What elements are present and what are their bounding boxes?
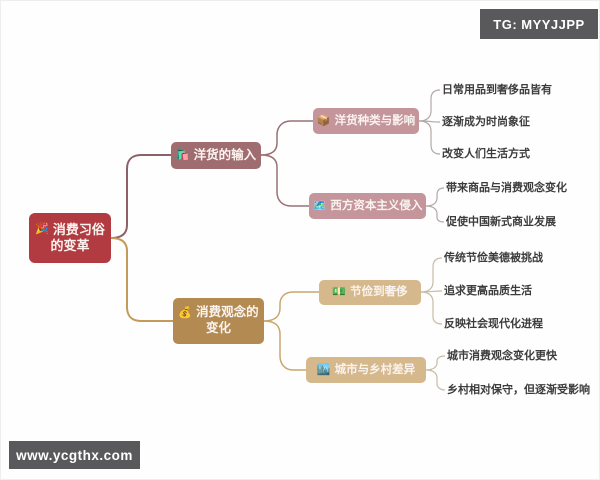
root-label-line2: 的变革 — [50, 238, 90, 253]
connector-leaf — [420, 257, 443, 293]
branch-node-imported-goods[interactable]: 🛍️ 洋货的输入 — [171, 142, 261, 169]
connector-root-branch1 — [110, 154, 171, 239]
leaf-topic[interactable]: 城市消费观念变化更快 — [447, 350, 557, 362]
connector-branch2-child1 — [263, 291, 319, 322]
connector-root-branch2 — [110, 237, 173, 322]
connector-leaf — [425, 369, 446, 391]
branch-label-line1: 消费观念的 — [196, 305, 259, 320]
subtopic-node-thrift-to-luxury[interactable]: 💵 节俭到奢侈 — [319, 280, 421, 305]
root-line1: 🎉 消费习俗 — [35, 222, 105, 238]
connector-leaf — [425, 205, 445, 223]
connector-branch2-child2 — [263, 320, 306, 371]
leaf-topic[interactable]: 带来商品与消费观念变化 — [446, 182, 567, 194]
leaf-topic[interactable]: 传统节俭美德被挑战 — [444, 252, 543, 264]
party-popper-icon: 🎉 — [35, 223, 49, 236]
connector-leaf — [418, 120, 441, 123]
branch-line1: 💰 消费观念的 — [178, 305, 258, 321]
website-badge: www.ycgthx.com — [9, 441, 140, 469]
world-map-icon: 🗺️ — [312, 199, 327, 212]
root-node-consumption-customs[interactable]: 🎉 消费习俗 的变革 — [29, 213, 111, 263]
subtopic-node-western-capitalism[interactable]: 🗺️ 西方资本主义侵入 — [309, 193, 426, 219]
leaf-topic[interactable]: 追求更高品质生活 — [444, 285, 532, 297]
branch-label-line2: 变化 — [205, 321, 231, 335]
leaf-topic[interactable]: 反映社会现代化进程 — [444, 318, 543, 330]
connector-leaf — [420, 291, 443, 325]
connector-leaf — [418, 120, 441, 155]
money-bag-icon: 💰 — [178, 306, 193, 319]
subtopic-label: 城市与乡村差异 — [334, 363, 416, 376]
package-icon: 📦 — [316, 114, 331, 127]
branch-node-consumption-concepts[interactable]: 💰 消费观念的 变化 — [173, 298, 264, 344]
connector-leaf — [420, 290, 443, 293]
subtopic-label: 西方资本主义侵入 — [330, 199, 423, 212]
shopping-bags-icon: 🛍️ — [175, 149, 190, 161]
subtopic-label: 节俭到奢侈 — [350, 286, 408, 299]
leaf-topic[interactable]: 促使中国新式商业发展 — [446, 216, 556, 228]
subtopic-node-urban-rural-gap[interactable]: 🏙️ 城市与乡村差异 — [306, 357, 426, 383]
connector-leaf — [425, 355, 446, 371]
banknote-icon: 💵 — [332, 286, 347, 298]
connector-branch1-child2 — [260, 154, 309, 207]
connector-leaf — [425, 187, 445, 207]
subtopic-label: 洋货种类与影响 — [334, 114, 416, 127]
leaf-topic[interactable]: 日常用品到奢侈品皆有 — [442, 84, 552, 96]
telegram-badge: TG: MYYJJPP — [480, 9, 598, 39]
leaf-topic[interactable]: 乡村相对保守，但逐渐受影响 — [447, 384, 590, 396]
leaf-topic[interactable]: 改变人们生活方式 — [442, 148, 530, 160]
branch-label: 洋货的输入 — [193, 147, 257, 162]
connector-leaf — [418, 89, 441, 122]
root-label-line1: 消费习俗 — [52, 221, 105, 237]
cityscape-icon: 🏙️ — [316, 363, 331, 376]
connector-branch1-child1 — [260, 120, 313, 156]
subtopic-node-goods-types-influence[interactable]: 📦 洋货种类与影响 — [313, 108, 419, 134]
leaf-topic[interactable]: 逐渐成为时尚象征 — [442, 116, 530, 128]
